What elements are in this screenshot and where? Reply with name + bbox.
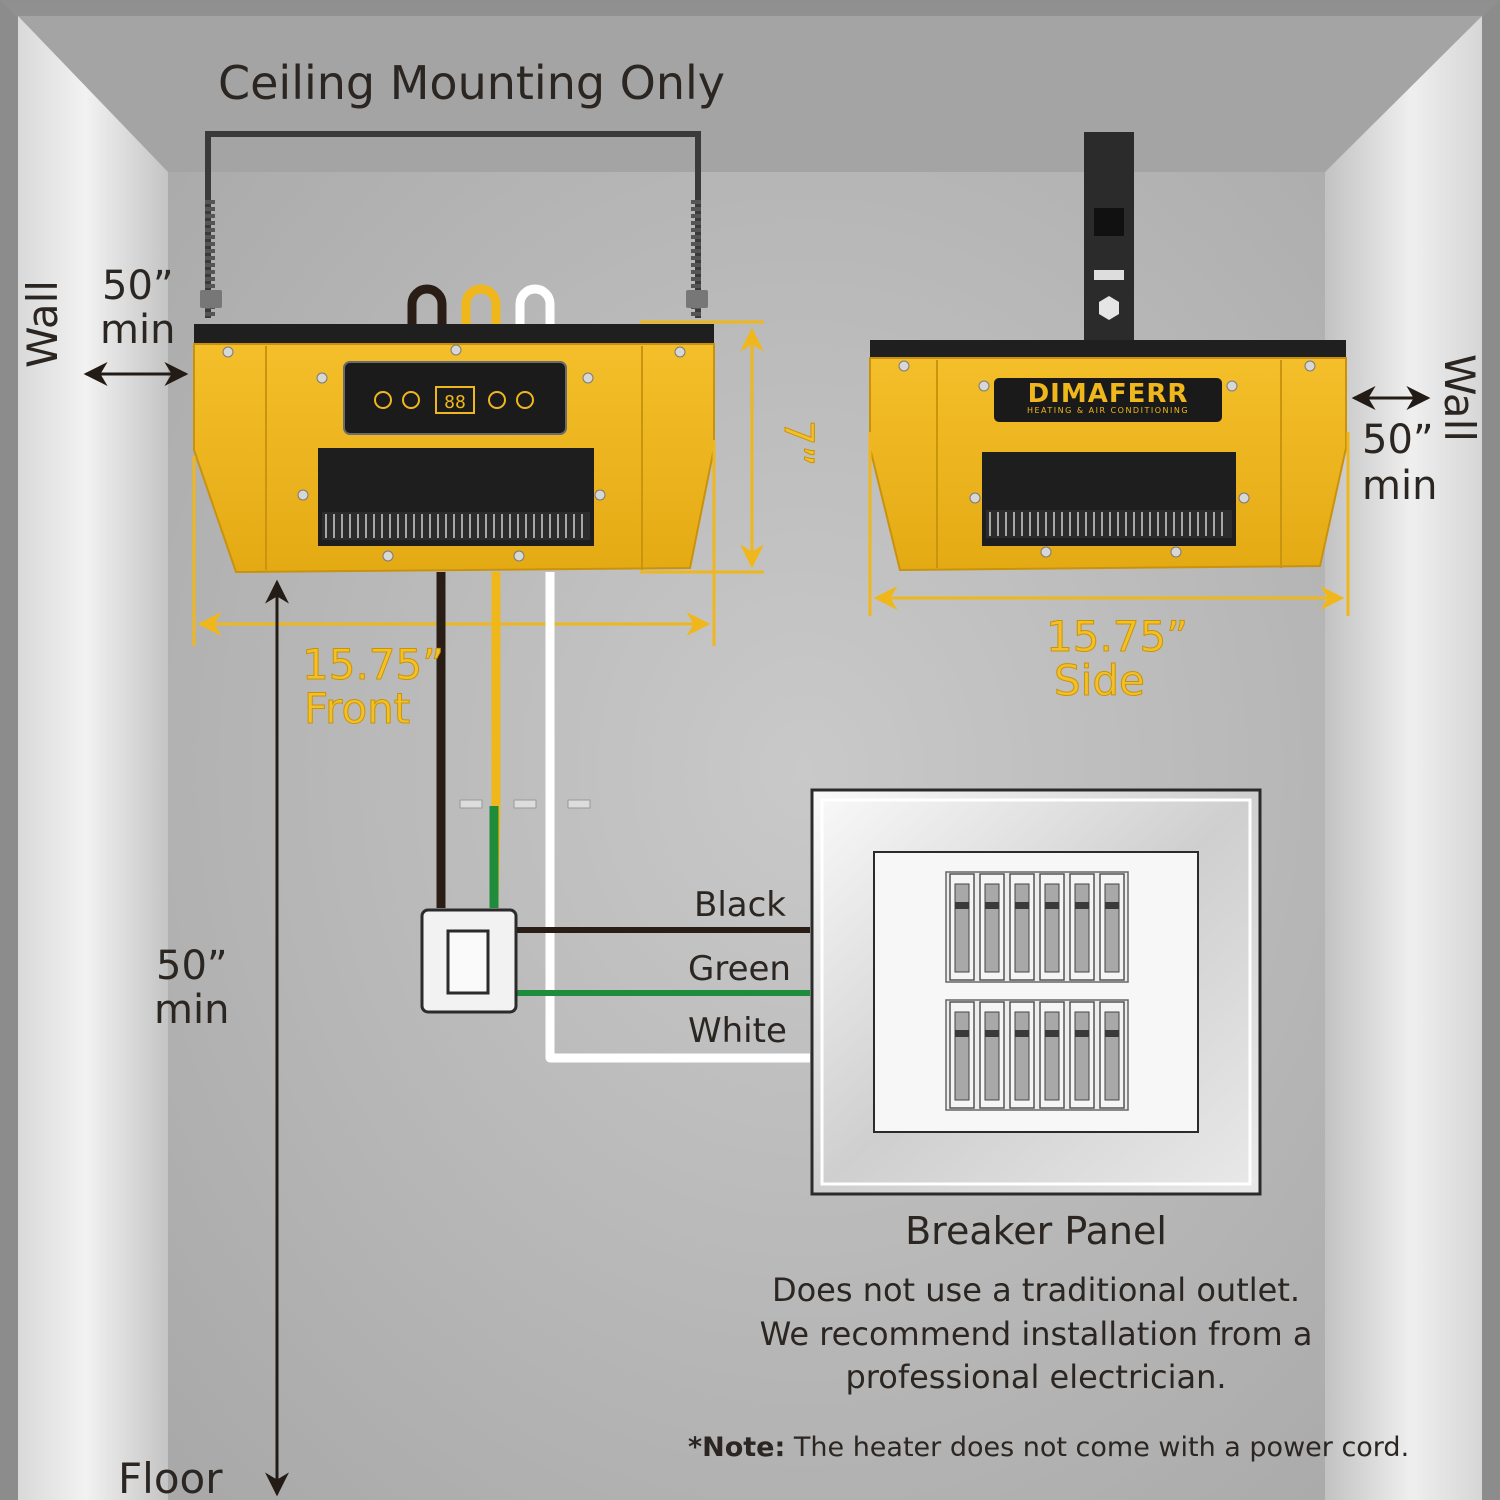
wiring <box>436 572 810 1063</box>
notice-line-2: We recommend installation from a <box>759 1315 1313 1353</box>
right-wall-clearance-value: 50” <box>1362 417 1434 463</box>
side-width-value: 15.75” <box>1046 612 1189 661</box>
breaker-toggle <box>1104 883 1120 973</box>
front-width-value: 15.75” <box>302 640 445 689</box>
breaker-toggle-marker <box>1015 902 1029 909</box>
footnote-text: The heater does not come with a power co… <box>793 1432 1410 1463</box>
breaker-toggle-marker <box>985 902 999 909</box>
breaker-toggle <box>1014 1011 1030 1101</box>
notice-line-3: professional electrician. <box>845 1358 1227 1396</box>
breaker-toggle <box>984 1011 1000 1101</box>
floor-clearance-value: 50” <box>156 943 228 989</box>
diagram-title: Ceiling Mounting Only <box>218 56 726 110</box>
wire-label-white: White <box>688 1011 787 1051</box>
brand-name: DIMAFERR <box>1027 379 1189 409</box>
front-heater-unit: 88 <box>193 131 715 574</box>
breaker-toggle <box>1074 1011 1090 1101</box>
left-wall-clearance-value: 50” <box>102 263 174 309</box>
right-wall-label: Wall <box>1435 354 1484 442</box>
side-view-label: Side <box>1054 656 1146 705</box>
height-dimension-label: 7” <box>775 420 822 467</box>
breaker-toggle-marker <box>1105 902 1119 909</box>
mounting-bracket <box>205 131 701 318</box>
notice-line-1: Does not use a traditional outlet. <box>771 1271 1301 1309</box>
floor-label: Floor <box>118 1454 223 1500</box>
breaker-toggle-marker <box>955 902 969 909</box>
front-view-label: Front <box>303 684 411 733</box>
svg-text:88: 88 <box>444 392 466 413</box>
breaker-toggle <box>1014 883 1030 973</box>
left-wall-label: Wall <box>18 280 67 368</box>
breaker-toggle-marker <box>1075 1030 1089 1037</box>
dimension-lines <box>192 320 1350 646</box>
breaker-toggle-marker <box>1015 1030 1029 1037</box>
control-panel <box>343 361 567 435</box>
breaker-toggle <box>1074 883 1090 973</box>
side-heater-unit <box>869 132 1347 572</box>
footnote: *Note: The heater does not come with a p… <box>688 1434 1409 1461</box>
right-wall <box>1325 16 1482 1500</box>
breaker-toggle <box>954 883 970 973</box>
breaker-toggle-marker <box>1045 902 1059 909</box>
breaker-toggle-marker <box>985 1030 999 1037</box>
breaker-panel-box <box>810 788 1262 1196</box>
breaker-toggle-marker <box>1045 1030 1059 1037</box>
breaker-toggle <box>1044 883 1060 973</box>
breaker-panel-label: Breaker Panel <box>905 1209 1167 1253</box>
footnote-label: *Note: <box>688 1432 786 1463</box>
breaker-toggle-marker <box>1105 1030 1119 1037</box>
brand-tagline: HEATING & AIR CONDITIONING <box>1026 406 1190 415</box>
floor-clearance-unit: min <box>154 987 230 1033</box>
brand-badge <box>994 378 1222 422</box>
breaker-toggle <box>1104 1011 1120 1101</box>
breaker-toggle-marker <box>955 1030 969 1037</box>
breaker-toggle-marker <box>1075 902 1089 909</box>
wire-label-green: Green <box>688 949 791 989</box>
right-wall-clearance-unit: min <box>1362 463 1438 509</box>
wall-switch <box>420 908 518 1014</box>
clearance-arrows <box>83 362 1431 1497</box>
wire-label-black: Black <box>694 885 786 925</box>
left-wall-clearance-unit: min <box>100 307 176 353</box>
left-wall <box>18 16 168 1500</box>
breaker-toggle <box>1044 1011 1060 1101</box>
breaker-toggle <box>954 1011 970 1101</box>
breaker-toggle <box>984 883 1000 973</box>
